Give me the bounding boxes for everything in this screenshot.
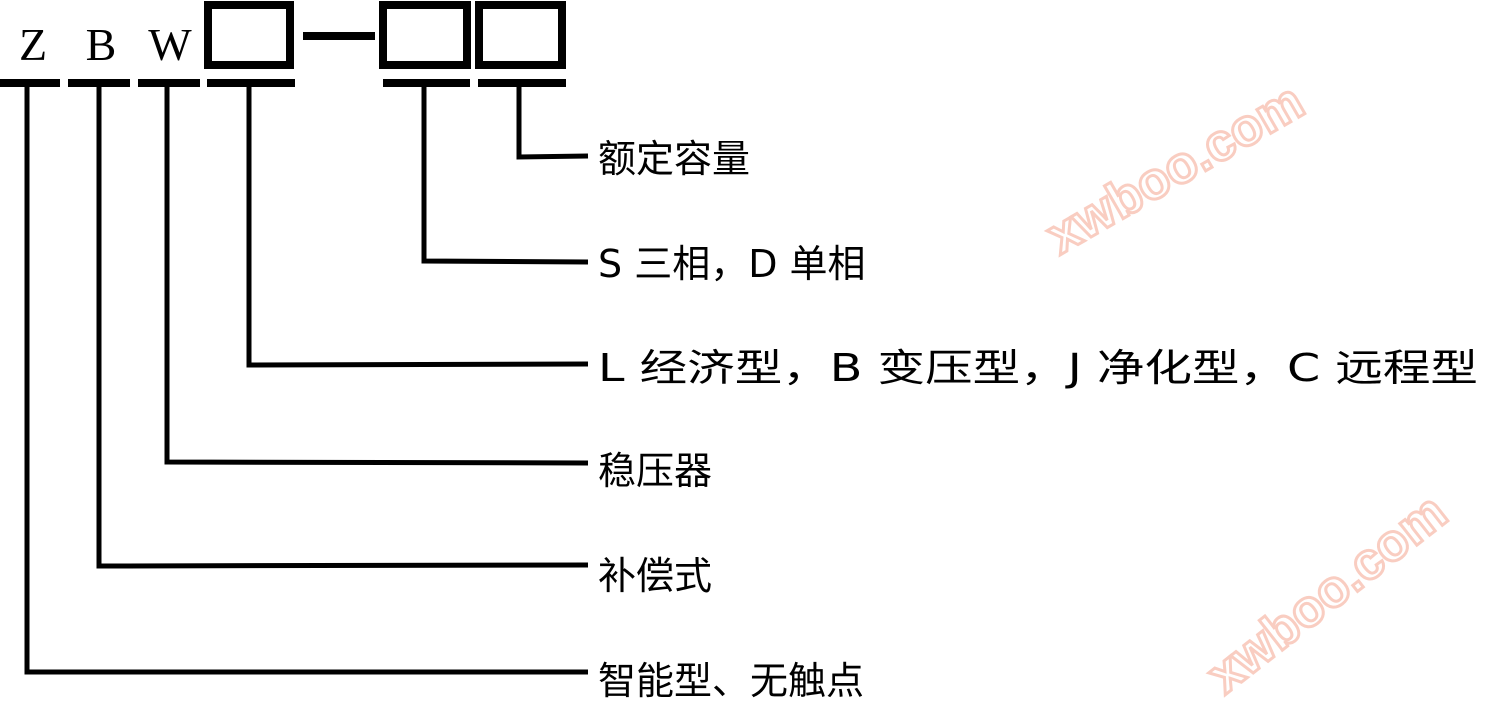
- leader-capacity: [516, 86, 589, 160]
- code-letter-b: B: [86, 19, 117, 70]
- label-compensation: 补偿式: [598, 554, 712, 598]
- capacity-box: [475, 1, 566, 69]
- type-box: [204, 1, 294, 69]
- leader-phase: [421, 86, 589, 265]
- code-letter-w: W: [148, 19, 192, 70]
- label-regulator: 稳压器: [598, 449, 712, 493]
- code-letter-z: Z: [19, 19, 47, 70]
- watermark: xwboo.com: [1037, 72, 1314, 265]
- leader-regulator: [164, 86, 589, 466]
- phase-box: [379, 1, 471, 69]
- label-smart: 智能型、无触点: [598, 659, 864, 703]
- label-phase: S 三相，D 单相: [598, 242, 866, 286]
- label-capacity: 额定容量: [598, 137, 750, 181]
- leader-type: [246, 86, 589, 368]
- leader-smart: [24, 86, 588, 675]
- label-type: L 经济型，B 变压型，J 净化型，C 远程型: [598, 346, 1478, 390]
- leader-compensation: [96, 86, 589, 569]
- watermark: xwboo.com: [1197, 483, 1458, 705]
